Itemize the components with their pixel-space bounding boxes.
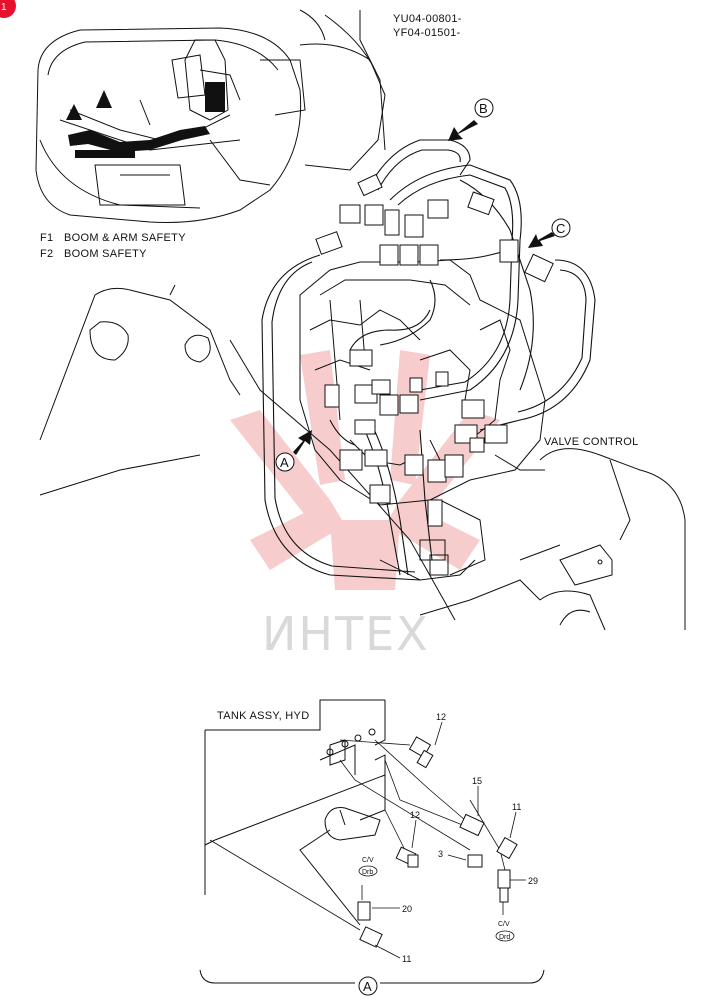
legend-text-f2: BOOM SAFETY	[64, 248, 147, 260]
bracket-marker-a: A	[363, 979, 372, 994]
svg-text:1: 1	[1, 2, 7, 13]
detail-bracket	[199, 969, 545, 996]
tank-assy-label: TANK ASSY, HYD	[217, 710, 309, 722]
arrow-marker-b: B	[448, 98, 494, 141]
part-11-bottom: 11	[402, 954, 411, 964]
svg-text:B: B	[479, 101, 488, 116]
svg-text:Drd: Drd	[499, 934, 510, 941]
hydraulic-tank	[204, 699, 386, 926]
legend-code-f1: F1	[40, 232, 53, 244]
detail-a: TANK ASSY, HYD	[199, 699, 545, 996]
legend-code-f2: F2	[40, 248, 53, 260]
detail-fittings	[357, 736, 518, 948]
excavator-overview	[35, 14, 386, 223]
part-20: 20	[402, 904, 412, 914]
svg-text:Drb: Drb	[362, 869, 373, 876]
part-3: 3	[438, 849, 443, 859]
leader-lines	[372, 721, 526, 959]
svg-text:C/V: C/V	[362, 857, 374, 864]
hose-fittings	[315, 173, 554, 527]
cv-drd-tag: C/V Drd	[495, 921, 515, 942]
part-29: 29	[528, 876, 538, 886]
cv-drb-tag: C/V Drb	[358, 857, 378, 877]
svg-text:A: A	[280, 455, 289, 470]
hydraulic-hoses	[261, 139, 596, 581]
machine-frame	[39, 9, 686, 631]
legend-text-f1: BOOM & ARM SAFETY	[64, 232, 186, 244]
part-12-mid: 12	[410, 810, 420, 820]
watermark-text: ИНТЕХ	[262, 607, 430, 661]
page-badge: 1	[0, 0, 16, 18]
part-15: 15	[472, 776, 482, 786]
svg-text:C/V: C/V	[498, 921, 510, 928]
part-11-right: 11	[512, 802, 521, 812]
arrow-marker-a: A	[275, 430, 312, 472]
part-12-top: 12	[436, 712, 446, 722]
valve-control-label: VALVE CONTROL	[544, 436, 639, 448]
svg-text:C: C	[556, 221, 565, 236]
serial-code-1: YU04-00801-	[393, 13, 462, 25]
excavator-highlight	[66, 82, 225, 158]
arrow-marker-c: C	[528, 218, 571, 248]
serial-code-2: YF04-01501-	[393, 27, 461, 39]
